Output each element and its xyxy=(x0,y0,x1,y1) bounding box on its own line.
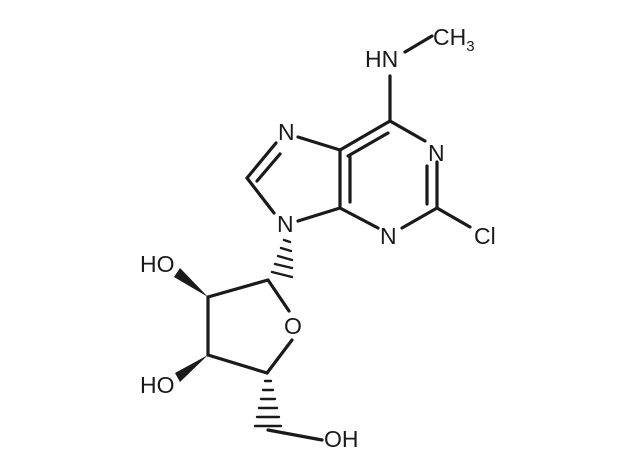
bond-c6-n1 xyxy=(388,119,427,143)
hydroxyl-5-label: OH xyxy=(324,426,359,452)
bond-nh-ch3 xyxy=(403,34,434,54)
hashed-bond-c4-c5 xyxy=(253,379,283,428)
methyl-subscript: 3 xyxy=(466,38,474,55)
bond-c5-oh xyxy=(266,428,324,442)
bond-c6-c5-inner xyxy=(346,131,390,158)
bond-c2-n3 xyxy=(400,206,439,230)
nh-label: HN xyxy=(365,46,398,72)
bond-c6-c5 xyxy=(338,119,392,152)
n1-label: N xyxy=(428,140,445,166)
hashed-bond-n9-c1 xyxy=(270,238,294,279)
n7-label: N xyxy=(278,119,295,145)
bond-o4-c4 xyxy=(265,338,294,375)
wedge-bond-c3-oh xyxy=(175,355,208,382)
wedge-bond-c2-oh xyxy=(174,268,208,297)
chlorine-label: Cl xyxy=(474,223,496,249)
methyl-label: CH3 xyxy=(433,24,475,55)
methyl-ch-text: CH xyxy=(433,24,466,50)
hydroxyl-3-label: HO xyxy=(140,372,175,398)
bond-c2-cl xyxy=(435,206,472,229)
hydroxyl-2-label: HO xyxy=(140,251,175,277)
bond-c8-n9 xyxy=(245,176,276,215)
ring-oxygen-label: O xyxy=(284,313,302,339)
bond-c4-c3 xyxy=(206,353,269,375)
bond-c5-n7 xyxy=(296,135,342,152)
bond-c1-o4 xyxy=(266,278,291,313)
bond-c2-c1 xyxy=(206,278,270,299)
bond-n3-c4 xyxy=(338,206,380,230)
n3-label: N xyxy=(380,223,397,249)
bond-n7-c8 xyxy=(245,141,278,180)
bond-n9-c4 xyxy=(296,206,342,223)
bond-n7-c8-inner xyxy=(255,152,282,183)
n9-label: N xyxy=(277,211,294,237)
